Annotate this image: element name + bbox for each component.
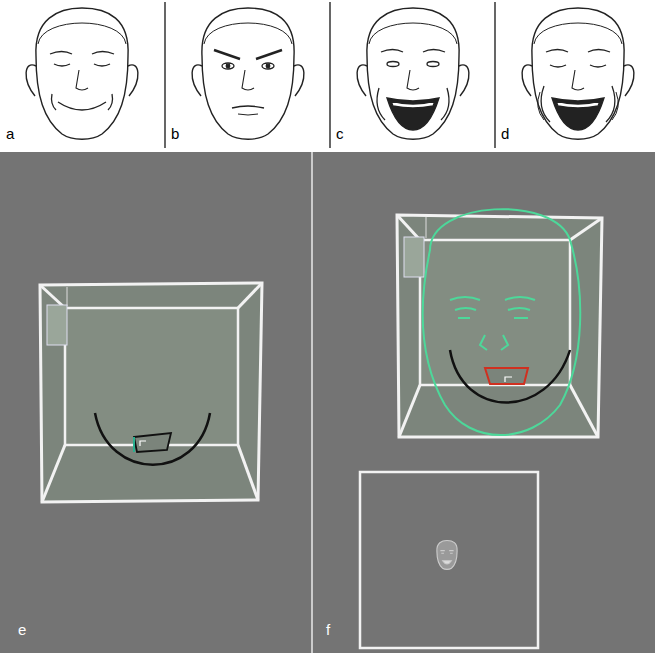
panel-letter: e xyxy=(18,622,26,637)
panel-letter: a xyxy=(6,126,14,141)
panel-letter: c xyxy=(336,126,344,141)
face-angry xyxy=(192,8,304,139)
panel-letter: b xyxy=(171,126,179,141)
face-laugh-open-eyes xyxy=(357,8,469,139)
panel-letter: d xyxy=(501,126,509,141)
panel-letter: f xyxy=(326,622,330,637)
face-smile xyxy=(26,8,138,139)
face-laugh-closed-eyes xyxy=(522,8,634,139)
view-box-f xyxy=(360,209,602,648)
view-box-e xyxy=(40,283,262,502)
